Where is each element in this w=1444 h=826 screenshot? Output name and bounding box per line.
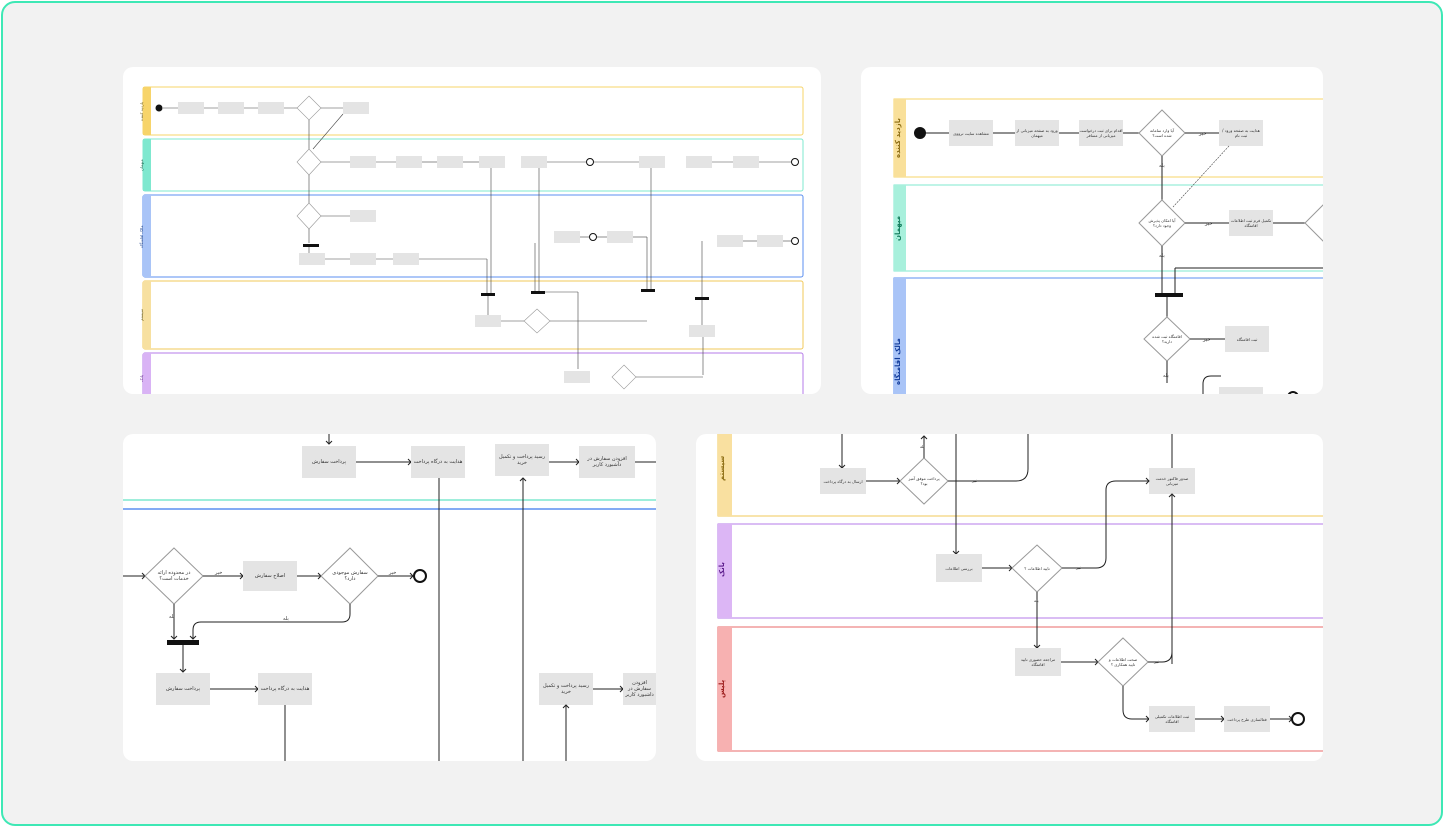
lane-label-bank: بانک <box>718 561 726 577</box>
overview-lane-label-system: سیستم <box>139 309 144 321</box>
svg-text:خیر: خیر <box>1198 131 1206 137</box>
decision-order-exists[interactable]: سفارش موجودی دارد؟ <box>332 570 368 582</box>
svg-text:بله: بله <box>1163 373 1169 379</box>
step-issue-invoice[interactable]: صدور فاکتور خدمت میزبانی <box>1155 476 1189 486</box>
zoom-bottom-left-diagram <box>123 434 656 761</box>
zoom-lane-label-owner: مالک اقامتگاه <box>894 338 902 386</box>
svg-text:بله: بله <box>1159 163 1165 169</box>
decision-info-valid[interactable]: تایید اطلاعات ؟ <box>1024 565 1050 571</box>
overview-lane-label-host: میهمان <box>139 159 144 171</box>
branch-yes-service: بله <box>169 614 175 620</box>
branch-yes-info: بله <box>1034 598 1039 603</box>
step-register-form[interactable]: تکمیل فرم ثبت اطلاعات اقامتگاه <box>1230 218 1272 228</box>
svg-text:خیر: خیر <box>1202 337 1210 343</box>
step-confirm-info[interactable]: ثبت اطلاعات تکمیلی اقامتگاه <box>1154 714 1190 724</box>
lane-label-system: سیستم <box>718 455 726 481</box>
step-register-residence[interactable]: ثبت اقامتگاه <box>1236 336 1258 342</box>
decision-payment-success[interactable]: پرداخت موفق آمیز بود؟ <box>908 476 940 486</box>
overview-lane-label-customer: بازدید کننده <box>139 101 144 121</box>
overview-lane-label-bank: بانک <box>139 374 144 382</box>
lane-bank <box>142 352 804 394</box>
decision-has-requirements[interactable]: آیا امکان پذیرش وجود دارد؟ <box>1148 218 1176 228</box>
lane-host <box>142 138 804 192</box>
diagram-zoom-bottom-left-card[interactable]: پرداخت سفارش هدایت به درگاه پرداخت رسید … <box>123 434 656 761</box>
lane-label-police: پلیس <box>718 679 726 699</box>
overview-lane-label-owner: مالک اقامتگاه <box>139 225 144 249</box>
overview-diagram <box>142 86 804 394</box>
step-review-info[interactable]: بررسی اطلاعات <box>945 565 973 571</box>
branch-yes-payment: بله <box>920 444 925 449</box>
branch-no-exists: خیر <box>389 570 397 576</box>
zoom-lane-label-customer: بازدید کننده <box>894 118 902 158</box>
lane-system <box>142 280 804 350</box>
svg-text:بله: بله <box>1159 253 1165 259</box>
zoom-top-diagram: خیر بله خیر بله خیر بله <box>893 98 1323 394</box>
branch-no-payment: خیر <box>972 478 978 483</box>
step-payment-receipt-top[interactable]: رسید پرداخت و تکمیل خرید <box>498 454 546 466</box>
diagram-zoom-bottom-right-card[interactable]: سیستم بانک پلیس ارسال به درگاه پرداخت پر… <box>696 434 1323 761</box>
step-go-payment-gateway-top[interactable]: هدایت به درگاه پرداخت <box>413 459 463 465</box>
branch-no-police: خیر <box>1154 659 1160 664</box>
step-add-order-dashboard-bottom[interactable]: افزودن سفارش در داشبورد کاربر <box>625 680 654 698</box>
lane-customer <box>142 86 804 136</box>
branch-no-service: خیر <box>215 570 223 576</box>
zoom-lane-label-host: میهمان <box>894 215 902 241</box>
step-enter-host-page[interactable]: ورود به صفحه میزبانی از میهمان <box>1016 128 1058 138</box>
step-go-login[interactable]: هدایت به صفحه ورود / ثبت نام <box>1222 128 1260 138</box>
step-activate-listing[interactable]: فعالسازی طرح پرداخت <box>1227 716 1267 722</box>
step-submit-order-bottom[interactable]: پرداخت سفارش <box>165 686 201 692</box>
branch-no-info: خیر <box>1076 565 1082 570</box>
step-refer-police[interactable]: مراجعه حضوری تایید اقامتگاه <box>1020 657 1056 667</box>
branch-yes-exists: بله <box>283 616 289 622</box>
decision-residence-registered[interactable]: اقامتگاه ثبت شده دارید؟ <box>1152 334 1182 344</box>
diagram-zoom-top-card[interactable]: خیر بله خیر بله خیر بله بازدید کننده میه… <box>861 67 1323 394</box>
step-add-order-dashboard-top[interactable]: افزودن سفارش در داشبورد کاربر <box>587 456 627 468</box>
step-edit-order[interactable]: اصلاح سفارش <box>254 573 286 579</box>
step-send-to-gateway[interactable]: ارسال به درگاه پرداخت <box>823 478 863 484</box>
diagram-overview-card[interactable]: بازدید کننده میهمان مالک اقامتگاه سیستم … <box>123 67 821 394</box>
decision-logged-in[interactable]: آیا وارد سامانه شده است؟ <box>1150 128 1174 138</box>
step-payment-receipt-bottom[interactable]: رسید پرداخت و تکمیل خرید <box>542 683 590 695</box>
decision-police-check[interactable]: صحت اطلاعات و تایید همکاری ؟ <box>1108 657 1138 667</box>
step-listing-request[interactable]: اقدام برای ثبت درخواست میزبانی از مسافر <box>1079 128 1123 138</box>
lane-owner <box>142 194 804 278</box>
decision-in-service-area[interactable]: در محدوده ارائه خدمات است؟ <box>157 570 191 582</box>
step-go-payment-gateway-bottom[interactable]: هدایت به درگاه پرداخت <box>260 686 310 692</box>
zoom-bottom-right-diagram <box>717 434 1323 752</box>
step-visit-site[interactable]: مشاهده سایت ترووی <box>953 130 989 136</box>
svg-text:خیر: خیر <box>1204 221 1212 227</box>
step-submit-order-top[interactable]: پرداخت سفارش <box>311 459 347 465</box>
